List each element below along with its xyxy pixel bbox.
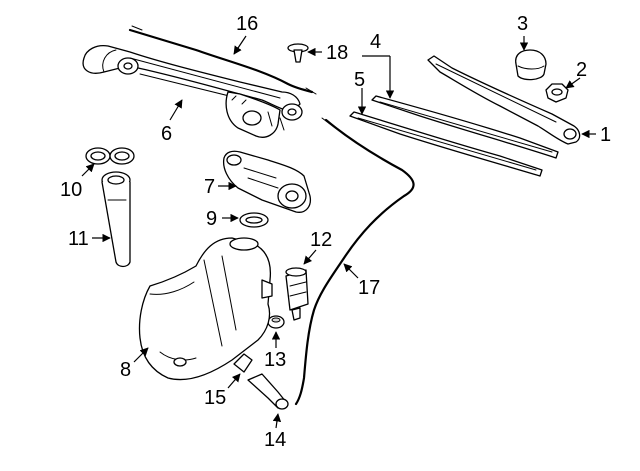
nozzle-clip-part xyxy=(233,353,253,373)
callout-12: 12 xyxy=(310,229,332,251)
leader-10 xyxy=(81,163,95,177)
callout-9: 9 xyxy=(206,208,217,230)
callout-1: 1 xyxy=(600,124,611,146)
washer-pump-part xyxy=(285,267,309,321)
leader-16 xyxy=(233,35,247,55)
washer-hose-front-part xyxy=(294,117,415,406)
washer-reservoir-part xyxy=(138,237,273,381)
leader-8 xyxy=(133,347,149,363)
callout-4: 4 xyxy=(370,31,381,53)
leader-17 xyxy=(343,263,359,279)
wiper-blade-part xyxy=(349,95,559,177)
leader-14 xyxy=(272,413,282,429)
grommet-part xyxy=(239,212,269,228)
callout-3: 3 xyxy=(517,13,528,35)
gasket-part xyxy=(85,147,135,165)
leader-12 xyxy=(303,249,317,265)
callout-14: 14 xyxy=(264,429,286,451)
callout-13: 13 xyxy=(264,349,286,371)
callout-16: 16 xyxy=(236,13,258,35)
callout-8: 8 xyxy=(120,359,131,381)
washer-nozzle-part xyxy=(247,373,289,410)
callout-6: 6 xyxy=(161,123,172,145)
wiper-arm-part xyxy=(427,55,581,145)
leader-15 xyxy=(227,373,241,389)
filler-neck-part xyxy=(101,171,131,268)
leader-6 xyxy=(169,99,183,121)
wiper-motor-part xyxy=(222,150,312,213)
callout-5: 5 xyxy=(354,69,365,91)
callout-labels: 1 2 3 4 5 6 7 8 9 10 11 12 13 14 15 16 1… xyxy=(60,13,611,451)
callout-7: 7 xyxy=(204,176,215,198)
cap-part xyxy=(515,49,547,81)
nut-part xyxy=(545,83,569,103)
washer-hose-part xyxy=(128,25,317,95)
callout-18: 18 xyxy=(326,42,348,64)
callout-11: 11 xyxy=(68,228,89,250)
clip-part xyxy=(287,43,309,63)
callout-2: 2 xyxy=(576,59,587,81)
leader-lines xyxy=(81,35,596,429)
plug-part xyxy=(267,315,285,329)
callout-17: 17 xyxy=(358,277,380,299)
leader-2 xyxy=(565,77,581,89)
wiper-linkage-part xyxy=(82,44,303,138)
callout-10: 10 xyxy=(60,179,82,201)
callout-15: 15 xyxy=(204,387,226,409)
